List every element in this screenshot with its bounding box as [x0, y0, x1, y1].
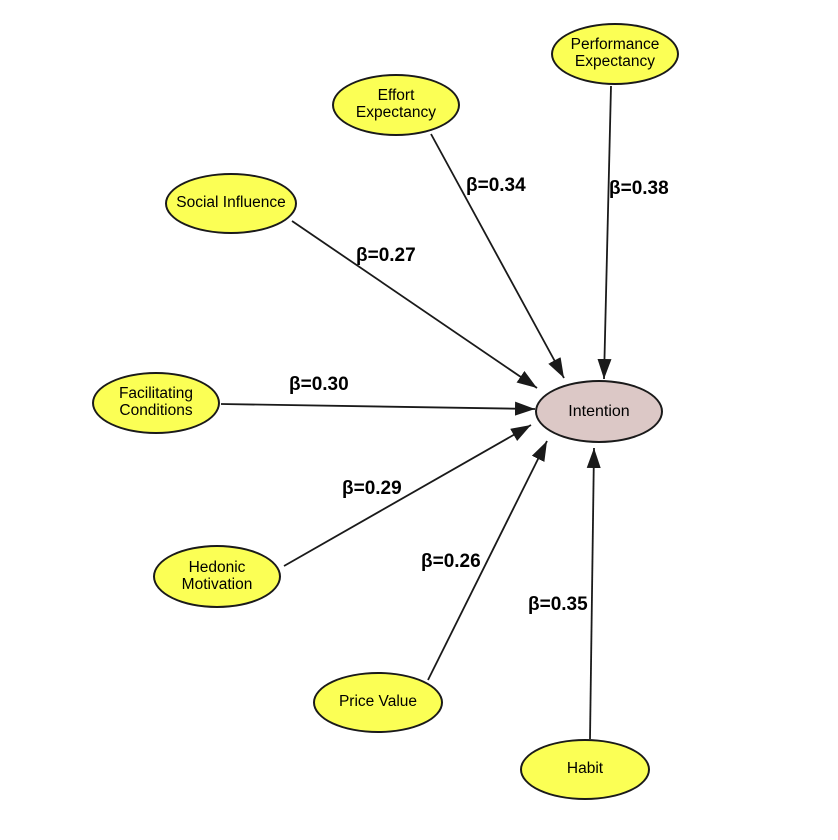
node-performance-expectancy-label: Performance Expectancy — [570, 36, 660, 70]
edge-facilitating-conditions-line — [220, 401, 536, 416]
node-hedonic-motivation: Hedonic Motivation — [153, 545, 281, 608]
edge-habit-line — [586, 447, 601, 740]
node-habit-label: Habit — [566, 760, 604, 778]
node-social-influence: Social Influence — [165, 173, 297, 234]
node-price-value: Price Value — [313, 672, 443, 733]
node-facilitating-conditions: Facilitating Conditions — [92, 372, 220, 434]
beta-label-performance-expectancy: β=0.38 — [609, 178, 669, 199]
beta-label-habit: β=0.35 — [528, 594, 588, 615]
beta-label-facilitating-conditions: β=0.30 — [289, 374, 349, 395]
beta-label-price-value: β=0.26 — [421, 551, 481, 572]
beta-label-social-influence: β=0.27 — [356, 245, 416, 266]
node-facilitating-conditions-label: Facilitating Conditions — [118, 385, 194, 419]
edge-performance-expectancy-line — [597, 85, 612, 380]
edge-social-influence-line — [291, 220, 538, 389]
edge-price-value-line — [427, 440, 548, 681]
edge-effort-expectancy-line — [430, 133, 565, 379]
beta-label-hedonic-motivation: β=0.29 — [342, 478, 402, 499]
edge-hedonic-motivation-line — [283, 424, 532, 567]
node-performance-expectancy: Performance Expectancy — [551, 23, 679, 85]
node-habit: Habit — [520, 739, 650, 800]
node-effort-expectancy: Effort Expectancy — [332, 74, 460, 136]
node-intention: Intention — [535, 380, 663, 443]
node-intention-label: Intention — [568, 402, 630, 420]
node-hedonic-motivation-label: Hedonic Motivation — [181, 558, 253, 593]
node-price-value-label: Price Value — [338, 693, 418, 711]
beta-label-effort-expectancy: β=0.34 — [466, 175, 526, 196]
node-effort-expectancy-label: Effort Expectancy — [355, 87, 437, 121]
node-social-influence-label: Social Influence — [176, 194, 286, 212]
